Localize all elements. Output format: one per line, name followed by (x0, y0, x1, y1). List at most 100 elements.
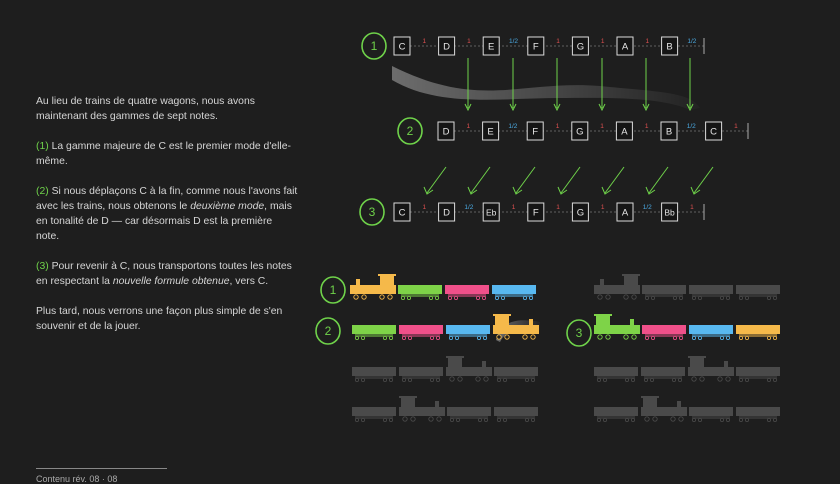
wagon-wheel (625, 377, 630, 382)
wagon-wheel (631, 417, 636, 422)
note-rect (526, 121, 544, 141)
wagon-body (445, 285, 489, 294)
loco-body (594, 325, 640, 334)
interval-label: 1/2 (687, 123, 696, 130)
arrow-head (467, 186, 478, 195)
circle-outline (315, 317, 341, 345)
train-wagon (736, 325, 780, 340)
wagon-wheel (597, 417, 602, 422)
train-wagon (641, 367, 685, 382)
train-wagon (399, 367, 443, 382)
loco-wheel (402, 416, 408, 422)
train-2-colored (352, 314, 539, 340)
arrow-head (645, 186, 656, 195)
note-label: D (443, 208, 450, 219)
train-wagon (642, 285, 686, 300)
wagon-wheel (773, 417, 778, 422)
train-3-badge: 3 (566, 319, 592, 347)
note-box: F (526, 121, 544, 141)
interval-label: 1 (601, 204, 605, 211)
wagon-wheel (650, 377, 655, 382)
note-label: A (621, 127, 628, 138)
scale-row-3-number-badge: 3 (359, 198, 385, 226)
note-rect (616, 202, 634, 222)
wagon-wheel (481, 295, 486, 300)
wagon-body (399, 367, 443, 376)
note-label: C (399, 208, 406, 219)
arrow-head (423, 186, 434, 195)
scale-row-1-number-badge: 1 (361, 32, 387, 60)
train-wagon (594, 407, 638, 422)
note-rect (438, 36, 456, 56)
wagon-body (594, 367, 638, 376)
note-box: B (660, 121, 678, 141)
footer-caption: Contenu rév. 08 · 08 (36, 474, 118, 484)
wagon-base (739, 416, 777, 419)
note-box: B (661, 36, 679, 56)
loco-wheel (387, 294, 393, 300)
loco-cab (624, 276, 638, 285)
wagon-wheel (388, 335, 393, 340)
wagon-wheel (645, 335, 650, 340)
wagon-wheel (692, 295, 697, 300)
arrow-shaft (560, 166, 581, 194)
note-box: Eb (482, 202, 500, 222)
note-box: F (527, 36, 545, 56)
wagon-wheel (477, 417, 482, 422)
interval-label: 1 (422, 38, 426, 45)
wagon-wheel (745, 417, 750, 422)
step-3-paragraph: (3) Pour revenir à C, nous transportons … (36, 259, 298, 289)
wagon-wheel (525, 417, 530, 422)
diagonal-arrow (512, 166, 536, 195)
wagon-wheel (476, 335, 481, 340)
note-label: Eb (486, 208, 497, 218)
wagon-wheel (745, 335, 750, 340)
down-arrow (642, 58, 650, 112)
circle-outline (320, 276, 346, 304)
interval-label: 1/2 (509, 38, 518, 45)
wagon-body (494, 367, 538, 376)
arrow-shaft (515, 166, 536, 194)
interval-label: 1 (734, 123, 738, 130)
note-label: C (710, 127, 717, 138)
arrow-head (553, 103, 561, 112)
wagon-wheel (531, 417, 536, 422)
note-box: A (615, 121, 633, 141)
interval-label: 1 (556, 38, 560, 45)
train-locomotive (350, 274, 396, 300)
wagon-wheel (429, 335, 434, 340)
wagon-wheel (720, 417, 725, 422)
note-rect (393, 202, 411, 222)
arrow-head (557, 186, 568, 195)
note-box: G (571, 202, 589, 222)
step-3-emphasis: nouvelle formule obtenue (112, 276, 230, 287)
note-label: F (533, 208, 539, 219)
loco-wheel (631, 294, 637, 300)
wagon-wheel (429, 377, 434, 382)
down-arrow (553, 58, 561, 112)
wagon-base (739, 376, 777, 379)
loco-roof (641, 396, 659, 398)
step-1-number: (1) (36, 141, 49, 152)
loco-wheel (597, 294, 603, 300)
circle-outline (566, 319, 592, 347)
scale-row-2-number-badge: 2 (397, 117, 423, 145)
wagon-wheel (773, 335, 778, 340)
wagon-wheel (673, 335, 678, 340)
train-wagon (445, 285, 489, 300)
loco-chimney (677, 401, 681, 407)
note-rect (705, 121, 723, 141)
note-rect (437, 121, 455, 141)
diagonal-arrow (690, 166, 714, 195)
wagon-wheel (631, 377, 636, 382)
note-rect (661, 202, 679, 222)
train-1-badge: 1 (320, 276, 346, 304)
loco-roof (446, 356, 464, 358)
wagon-base (644, 376, 682, 379)
wagon-wheel (453, 295, 458, 300)
loco-wheel (504, 334, 510, 340)
loco-wheel (410, 416, 416, 422)
note-label: E (488, 42, 494, 53)
wagon-wheel (745, 377, 750, 382)
loco-wheel (717, 376, 723, 382)
